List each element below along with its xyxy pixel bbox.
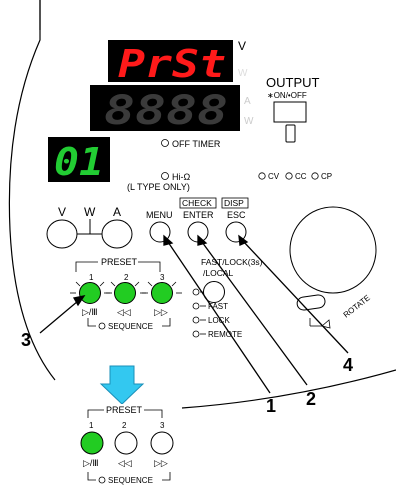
v-button[interactable] <box>46 219 78 249</box>
cp-label: CP <box>321 172 332 181</box>
output-title: OUTPUT <box>266 75 320 90</box>
unit-w2-label: W <box>244 116 254 127</box>
unit-a-label: A <box>244 96 251 107</box>
mode-indicators: CV CC CP <box>258 172 332 181</box>
callout-1: 1 <box>266 396 276 416</box>
remote-led <box>192 330 200 338</box>
v-label: V <box>58 205 66 219</box>
sub-display <box>90 85 240 131</box>
hi-omega-led <box>161 172 169 180</box>
down-arrow-icon <box>99 365 145 405</box>
forward-icon: ▷▷ <box>154 307 168 317</box>
off-timer-led <box>161 139 169 147</box>
output-switch-lever[interactable] <box>285 124 296 143</box>
lock-led <box>192 316 200 324</box>
lower-preset-1-button[interactable] <box>80 431 104 455</box>
esc-label: ESC <box>227 210 246 220</box>
lower-forward-icon: ▷▷ <box>154 458 168 468</box>
preset-glow-lines <box>70 281 182 294</box>
preset-1-number: 1 <box>89 273 94 282</box>
a-button[interactable] <box>101 219 133 249</box>
cc-label: CC <box>295 172 307 181</box>
output-sub: ∗ON/•OFF <box>267 91 307 100</box>
preset-3-button[interactable] <box>151 282 173 304</box>
enter-label: ENTER <box>183 210 214 220</box>
remote-label: REMOTE <box>208 330 242 339</box>
lower-play-pause-icon: ▷/Ⅲ <box>83 458 99 468</box>
sequence-led <box>98 322 106 330</box>
menu-label: MENU <box>146 210 173 220</box>
preset-2-button[interactable] <box>114 282 136 304</box>
lower-preset-2-button[interactable] <box>114 431 138 455</box>
lower-preset-1-number: 1 <box>89 421 94 430</box>
callout-3: 3 <box>21 330 31 350</box>
output-switch-body[interactable] <box>273 101 307 123</box>
w-label: W <box>84 205 96 219</box>
fastlock-sub: /LOCAL <box>203 268 234 278</box>
preset-2-number: 2 <box>124 273 129 282</box>
lower-preset-3-button[interactable] <box>150 431 174 455</box>
callout-2: 2 <box>306 389 316 409</box>
a-label: A <box>113 205 121 219</box>
cv-led <box>258 172 266 180</box>
fast-led <box>192 302 200 310</box>
sequence-label-bg <box>96 320 162 331</box>
cp-led <box>311 172 319 180</box>
sequence-label: SEQUENCE <box>108 322 153 331</box>
lower-preset-2-number: 2 <box>122 421 127 430</box>
callout-4: 4 <box>343 355 353 375</box>
sub-display-text: 8888 <box>104 88 228 134</box>
lower-rewind-icon: ◁◁ <box>118 458 132 468</box>
preset-1-button[interactable] <box>79 282 101 304</box>
lock-label: LOCK <box>208 316 230 325</box>
check-label: CHECK <box>182 198 212 208</box>
unit-w-label: W <box>238 68 248 79</box>
preset-title-bg <box>98 256 138 268</box>
callout-lines <box>39 234 349 394</box>
panel-outline <box>8 0 396 409</box>
rotate-label: ROTATE <box>342 293 372 319</box>
channel-display <box>48 137 110 182</box>
main-display-text: PrSt <box>118 42 226 86</box>
fastlock-title: FAST/LOCK(3s) <box>201 257 263 267</box>
fastlock-led <box>192 288 200 296</box>
rotate-arrow-icon <box>309 318 331 329</box>
unit-v-label: V <box>238 39 246 53</box>
lower-sequence-led <box>98 476 106 484</box>
rewind-icon: ◁◁ <box>117 307 131 317</box>
check-box <box>179 197 217 209</box>
main-display <box>108 40 233 82</box>
rotate-knob[interactable] <box>289 206 377 294</box>
play-pause-icon: ▷/Ⅲ <box>82 307 98 317</box>
cv-label: CV <box>268 172 280 181</box>
disp-box <box>221 197 249 209</box>
hi-omega-label: Hi-Ω <box>172 172 190 182</box>
lower-preset-3-number: 3 <box>160 421 165 430</box>
lower-preset-title: PRESET <box>106 405 143 415</box>
preset-3-number: 3 <box>160 273 165 282</box>
l-type-only-label: (L TYPE ONLY) <box>127 182 190 192</box>
lower-sequence-label: SEQUENCE <box>108 476 153 485</box>
preset-title: PRESET <box>101 257 138 267</box>
lower-sequence-label-bg <box>96 474 162 485</box>
fastlock-button[interactable] <box>203 281 225 303</box>
disp-label: DISP <box>224 198 244 208</box>
lower-preset-title-bg <box>104 404 144 416</box>
cc-led <box>285 172 293 180</box>
channel-display-text: 01 <box>54 140 104 184</box>
fast-label: FAST <box>208 302 228 311</box>
off-timer-label: OFF TIMER <box>172 139 221 149</box>
